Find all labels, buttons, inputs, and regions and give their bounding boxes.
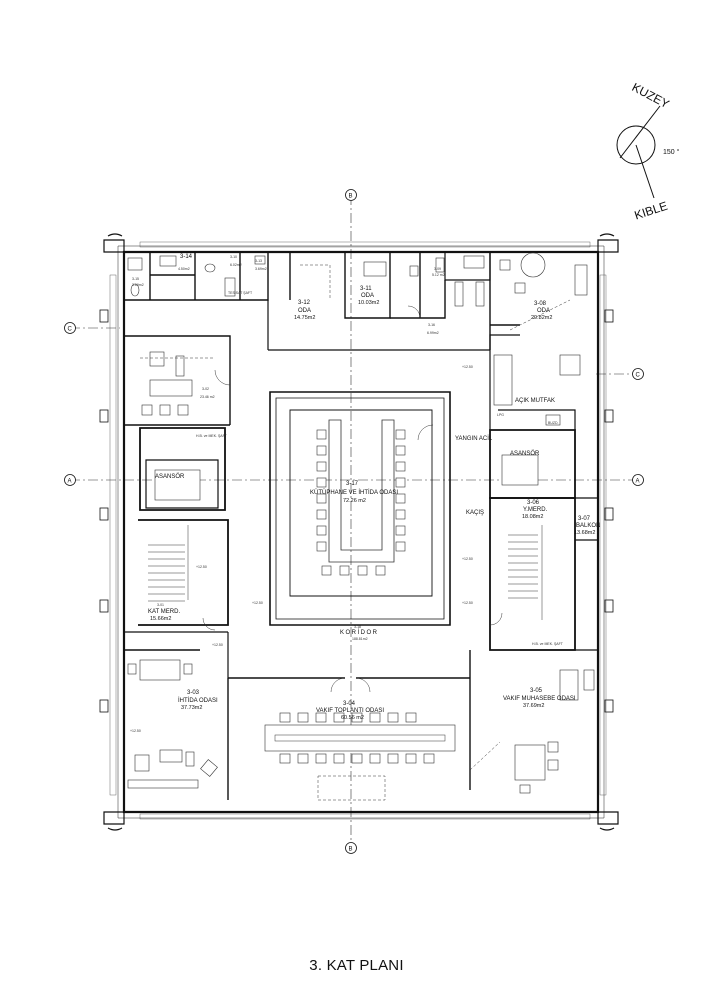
room-3-10-area: 6.02m2 bbox=[230, 263, 242, 267]
acik-mutfak-label: AÇIK MUTFAK bbox=[515, 398, 555, 404]
compass-rose: KUZEY KIBLE 150 ° bbox=[616, 80, 680, 223]
furniture bbox=[127, 252, 595, 794]
level-marker: +12.50 bbox=[196, 565, 207, 569]
room-3-08-area: 29.82m2 bbox=[531, 315, 552, 321]
room-3-03-area: 37.73m2 bbox=[181, 705, 202, 711]
room-3-09-code: 3-09 bbox=[434, 267, 441, 271]
axis-b-bottom: B bbox=[349, 847, 353, 853]
room-3-13-area: 3.69m2 bbox=[255, 267, 267, 271]
room-3-14-area: 4.50m2 bbox=[178, 267, 190, 271]
room-3-15-area: 3.69m2 bbox=[132, 283, 144, 287]
qibla-label: KIBLE bbox=[633, 199, 670, 223]
axis-a-right: A bbox=[636, 479, 640, 485]
room-3-04-name: VAKIF TOPLANTI ODASI bbox=[316, 708, 384, 714]
room-3-06-area: 18.08m2 bbox=[522, 514, 543, 520]
level-marker: +12.50 bbox=[462, 601, 473, 605]
axis-a-left: A bbox=[68, 479, 72, 485]
room-3-06-code: 3-06 bbox=[527, 500, 540, 506]
room-3-16-area: 6.99m2 bbox=[427, 331, 439, 335]
room-3-12-area: 14.75m2 bbox=[294, 315, 315, 321]
room-3-03-name: İHTİDA ODASI bbox=[178, 697, 218, 704]
room-3-04-code: 3-04 bbox=[343, 701, 356, 707]
room-3-07-area: 13.68m2 bbox=[574, 530, 595, 536]
room-3-17-area: 72.26 m2 bbox=[343, 498, 366, 504]
room-3-01-name: KAT MERD. bbox=[148, 609, 180, 615]
room-3-02-area: 23.46 m2 bbox=[200, 395, 215, 399]
room-3-03-code: 3-03 bbox=[187, 690, 200, 696]
room-3-05-name: VAKIF MUHASEBE ODASI bbox=[503, 696, 576, 702]
room-3-11-area: 10.03m2 bbox=[358, 300, 379, 306]
interior-walls bbox=[124, 252, 598, 800]
room-3-05-area: 37.69m2 bbox=[523, 703, 544, 709]
room-3-13-code: 3-13 bbox=[255, 259, 262, 263]
room-3-18-code: 3-18 bbox=[354, 625, 361, 629]
qibla-angle-label: 150 ° bbox=[663, 148, 680, 156]
dashed-lines bbox=[140, 264, 571, 801]
tesisat-saft-label: TESİSAT ŞAFT bbox=[228, 290, 253, 295]
room-3-16-code: 3-16 bbox=[428, 323, 435, 327]
yangin-acil-label: YANGIN ACİL bbox=[455, 435, 493, 442]
room-3-04-area: 60.56 m2 bbox=[341, 715, 364, 721]
room-3-12-code: 3-12 bbox=[298, 300, 311, 306]
axis-b-top: B bbox=[349, 194, 353, 200]
room-3-11-name: ODA bbox=[361, 293, 374, 299]
kacis-label: KAÇIŞ bbox=[466, 510, 484, 516]
doors bbox=[202, 305, 503, 693]
room-3-01-code: 3-01 bbox=[157, 603, 164, 607]
room-3-15-code: 3-15 bbox=[132, 277, 139, 281]
room-3-06-name: Y.MERD. bbox=[523, 507, 548, 513]
room-3-07-name: BALKON bbox=[576, 523, 600, 529]
room-3-17-code: 3-17 bbox=[346, 481, 359, 487]
asansor-left-label: ASANSÖR bbox=[155, 473, 185, 480]
drawing-title: 3. KAT PLANI bbox=[309, 957, 404, 974]
north-label: KUZEY bbox=[630, 80, 672, 111]
level-marker: +12.50 bbox=[462, 557, 473, 561]
room-3-05-code: 3-05 bbox=[530, 688, 543, 694]
asansor-right-label: ASANSÖR bbox=[510, 450, 540, 457]
level-marker: +12.50 bbox=[212, 643, 223, 647]
exterior-walls bbox=[99, 233, 619, 831]
room-3-10-code: 3-10 bbox=[230, 255, 237, 259]
room-3-07-code: 3-07 bbox=[578, 516, 591, 522]
room-labels: 3-14 4.50m2 3-15 3.69m2 3-13 3.69m2 3-10… bbox=[130, 254, 600, 733]
room-3-08-code: 3-08 bbox=[534, 301, 547, 307]
room-3-02-code: 3-02 bbox=[202, 387, 209, 391]
room-3-18-area: 188.81m2 bbox=[352, 637, 368, 641]
room-3-08-name: ODA bbox=[537, 308, 550, 314]
room-3-12-name: ODA bbox=[298, 308, 311, 314]
room-3-09-area: 5.12 m2 bbox=[432, 273, 445, 277]
hb-mek-saft-left: H.B. ve MEK. ŞAFT bbox=[196, 434, 228, 438]
level-marker: +12.50 bbox=[462, 365, 473, 369]
room-3-14-code: 3-14 bbox=[180, 254, 193, 260]
hb-mek-saft-right: H.B. ve MEK. ŞAFT bbox=[532, 642, 564, 646]
lpg-label: LPG bbox=[497, 413, 504, 417]
level-marker: +12.50 bbox=[252, 601, 263, 605]
room-3-18-name: KORİDOR bbox=[340, 629, 379, 636]
axis-c-right: C bbox=[636, 373, 641, 379]
axis-c-left: C bbox=[68, 327, 73, 333]
buzd-label: BUZD. bbox=[548, 421, 559, 425]
level-marker: +12.50 bbox=[130, 729, 141, 733]
room-3-11-code: 3-11 bbox=[360, 286, 372, 292]
room-3-01-area: 15.66m2 bbox=[150, 616, 171, 622]
room-3-17-name: KÜTÜPHANE VE İHTİDA ODASI bbox=[310, 489, 398, 496]
